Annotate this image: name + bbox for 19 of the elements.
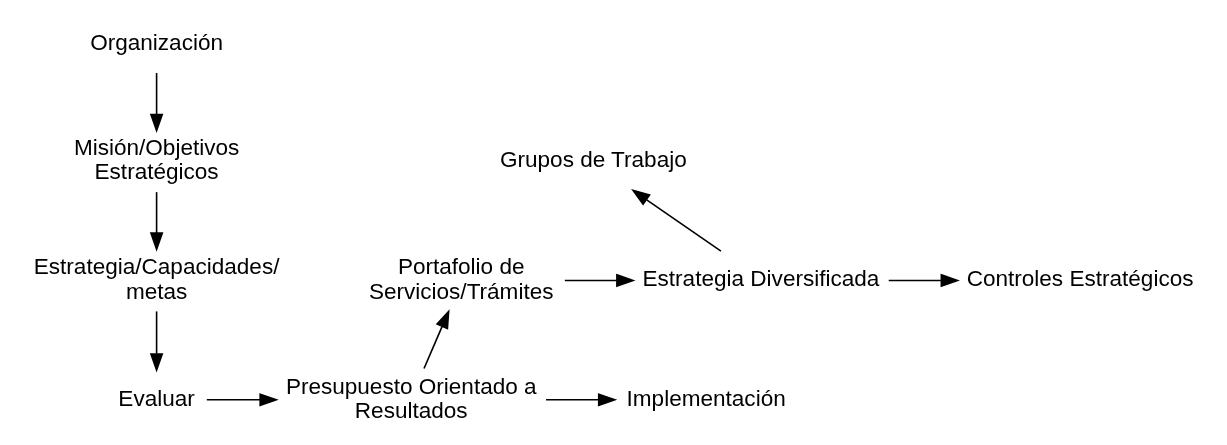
arrow bbox=[149, 191, 164, 252]
node-text: Estrategia/Capacidades/ metas bbox=[33, 254, 280, 304]
node-text: Implementación bbox=[626, 385, 786, 411]
node-text: Grupos de Trabajo bbox=[499, 147, 687, 173]
node-text: Controles Estratégicos bbox=[966, 266, 1194, 292]
node-text: Evaluar bbox=[118, 385, 195, 411]
arrow bbox=[206, 393, 279, 407]
node-text: Misión/Objetivos Estratégicos bbox=[73, 135, 240, 185]
arrow bbox=[545, 393, 618, 407]
arrow bbox=[423, 309, 450, 370]
arrow bbox=[631, 188, 722, 252]
node-text: Estrategia Diversificada bbox=[642, 266, 880, 292]
arrow bbox=[149, 310, 164, 373]
arrow bbox=[887, 273, 960, 288]
node-text: Portafolio de Servicios/Trámites bbox=[368, 254, 554, 304]
node-text: Organización bbox=[90, 29, 224, 55]
node-text: Presupuesto Orientado a Resultados bbox=[285, 373, 537, 423]
arrow bbox=[149, 72, 164, 134]
arrow bbox=[564, 273, 636, 288]
